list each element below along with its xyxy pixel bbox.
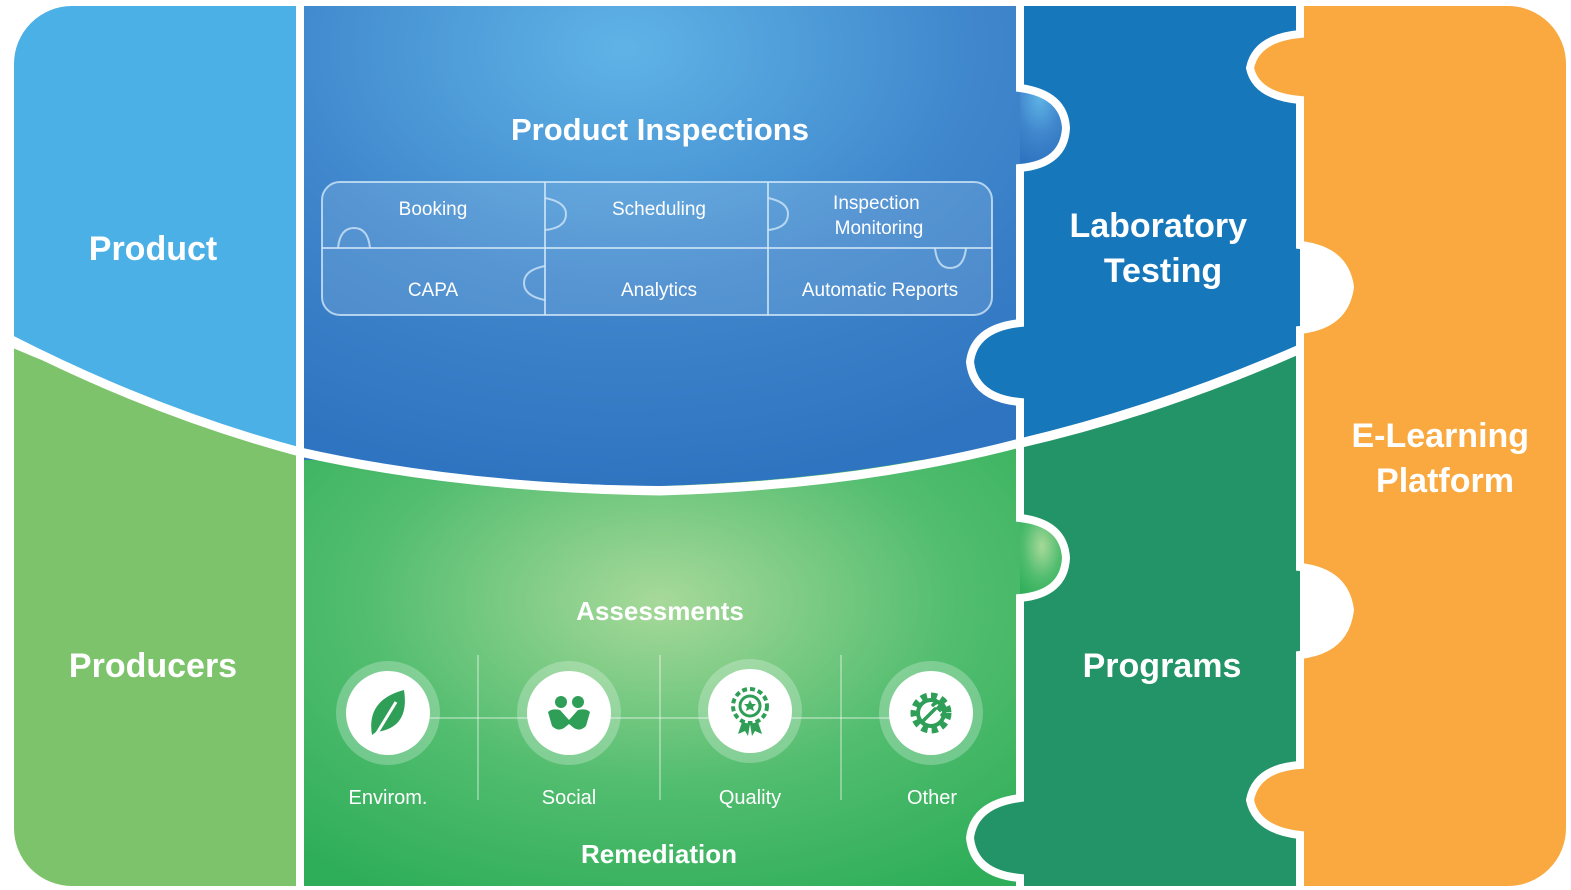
gear-wrench-icon — [910, 692, 952, 734]
category-environment: Envirom. — [336, 661, 440, 809]
module-scheduling: Scheduling — [612, 199, 706, 220]
category-social: Social — [517, 661, 621, 809]
module-inspection-monitoring: Inspection Monitoring — [833, 193, 925, 239]
module-analytics: Analytics — [621, 280, 697, 301]
handshake-icon — [548, 696, 590, 730]
module-inspection-monitoring-line-2: Monitoring — [835, 218, 924, 239]
elearning-line-1: E-Learning — [1351, 417, 1529, 455]
module-capa: CAPA — [408, 280, 459, 301]
product-inspections-title: Product Inspections — [511, 112, 809, 147]
leaf-icon — [371, 690, 405, 739]
assessment-connectors — [430, 655, 890, 800]
panel-elearning — [1250, 4, 1568, 888]
divider-2 — [965, 4, 1071, 888]
category-label-environment: Envirom. — [349, 787, 428, 809]
producers-label: Producers — [69, 647, 237, 685]
inspection-modules-grid: Booking Scheduling Inspection Monitoring… — [321, 181, 993, 316]
programs-label: Programs — [1083, 647, 1242, 685]
divider-3 — [1245, 4, 1355, 888]
award-badge-icon — [731, 687, 769, 736]
category-other: Other — [879, 661, 983, 809]
laboratory-testing-line-2: Testing — [1104, 252, 1222, 290]
category-label-quality: Quality — [719, 787, 781, 809]
assessments-title: Assessments — [576, 596, 744, 626]
remediation-label: Remediation — [581, 839, 737, 869]
module-booking: Booking — [399, 199, 468, 220]
elearning-line-2: Platform — [1376, 462, 1514, 500]
laboratory-testing-label: Laboratory Testing — [1069, 207, 1256, 290]
elearning-label: E-Learning Platform — [1351, 417, 1538, 500]
product-label: Product — [89, 230, 217, 268]
category-label-social: Social — [542, 787, 596, 809]
module-automatic-reports: Automatic Reports — [802, 280, 958, 301]
category-quality: Quality — [698, 659, 802, 809]
category-label-other: Other — [907, 787, 957, 809]
module-inspection-monitoring-line-1: Inspection — [833, 193, 920, 214]
laboratory-testing-line-1: Laboratory — [1069, 207, 1247, 245]
